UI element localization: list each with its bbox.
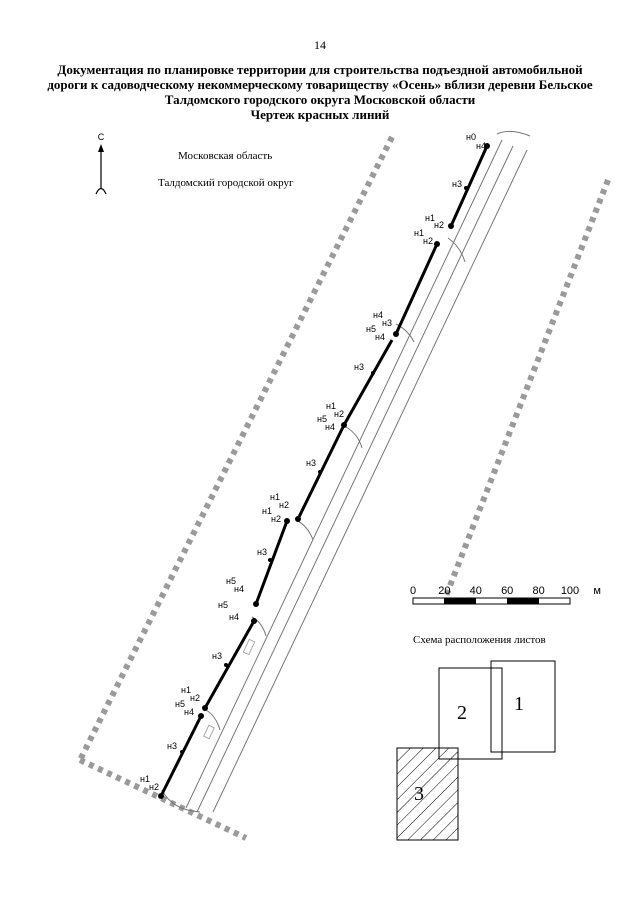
point-label: н1	[140, 774, 150, 784]
point-label: н4	[375, 332, 385, 342]
scale-tick-label: 80	[532, 585, 544, 597]
red-line-segment	[342, 339, 394, 426]
red-line-segment	[254, 520, 289, 605]
scale-tick-label: 0	[410, 585, 416, 597]
point-label: н1	[326, 401, 336, 411]
point-label: н3	[306, 458, 316, 468]
sheet-1-number: 1	[514, 693, 524, 715]
road-pocket	[345, 426, 363, 449]
point-label: н2	[334, 409, 344, 419]
point-label: н5	[317, 414, 327, 424]
road-edge-2	[196, 145, 514, 813]
point-label: н5	[218, 600, 228, 610]
point-label: н5	[226, 576, 236, 586]
road-end-top	[496, 130, 531, 137]
title-line-2: дороги к садоводческому некоммерческому …	[47, 77, 593, 92]
red-line-nodes	[158, 143, 490, 799]
point-label: н3	[382, 318, 392, 328]
title-line-3: Талдомского городского округа Московской…	[164, 92, 476, 107]
point-label: н4	[373, 310, 383, 320]
point-label: н4	[184, 707, 194, 717]
point-label: н1	[262, 506, 272, 516]
point-label: н4	[234, 584, 244, 594]
document-title: Документация по планировке территории дл…	[40, 62, 600, 122]
point-label: н2	[279, 500, 289, 510]
red-line	[159, 145, 489, 797]
point-label: н1	[270, 492, 280, 502]
title-line-1: Документация по планировке территории дл…	[57, 62, 583, 77]
scale-tick-label: 100	[561, 585, 579, 597]
scale-unit-label: м	[593, 585, 601, 597]
region-label: Московская область	[178, 150, 273, 162]
point-label: н3	[257, 547, 267, 557]
boundary-right	[443, 178, 611, 598]
sheet-2-number: 2	[457, 702, 467, 724]
point-label: н4	[476, 141, 486, 151]
point-label: н3	[167, 741, 177, 751]
point-label: н3	[452, 179, 462, 189]
point-label: н2	[423, 236, 433, 246]
boundary-left	[77, 135, 395, 762]
scale-ticks: 0 20 40 60 80 100 м	[410, 585, 601, 597]
red-line-segment	[394, 243, 439, 335]
sheet-layout-scheme	[396, 660, 556, 841]
point-label: н2	[149, 782, 159, 792]
point-label: н1	[425, 213, 435, 223]
point-label: н0	[466, 132, 476, 142]
scale-tick-label: 40	[470, 585, 482, 597]
road-edge-1	[185, 139, 503, 809]
point-label: н5	[366, 324, 376, 334]
point-label: н2	[190, 693, 200, 703]
road-pocket	[395, 323, 415, 343]
point-label: н5	[175, 699, 185, 709]
red-line-segment	[203, 620, 256, 709]
point-label: н4	[325, 422, 335, 432]
road-pocket	[205, 709, 221, 731]
scheme-title: Схема расположения листов	[413, 634, 546, 646]
point-label: н3	[212, 651, 222, 661]
road-pocket	[251, 616, 267, 637]
point-label: н2	[434, 220, 444, 230]
road-pocket	[295, 519, 314, 541]
road-contour	[161, 130, 531, 813]
point-labels: н0н4н3н1н2н1н2н4н3н5н4н3н1н2н5н4н3н1н2н1…	[140, 132, 486, 792]
point-label: н1	[414, 228, 424, 238]
sheet-2-frame	[438, 667, 503, 760]
north-arrow-icon: С	[95, 132, 107, 195]
title-line-4: Чертеж красных линий	[250, 107, 390, 122]
point-label: н4	[229, 612, 239, 622]
point-label: н1	[181, 685, 191, 695]
road-pocket	[447, 237, 466, 263]
boundary-bottom	[78, 757, 248, 841]
road-edge-3	[212, 149, 528, 813]
scale-tick-label: 60	[501, 585, 513, 597]
point-label: н2	[271, 514, 281, 524]
sheet-3-frame	[396, 747, 459, 841]
district-label: Талдомский городской округ	[158, 177, 294, 189]
north-arrow-label: С	[98, 132, 105, 142]
red-line-segment	[159, 715, 203, 797]
sheet-1-frame	[490, 660, 556, 753]
point-label: н3	[354, 362, 364, 372]
scale-bar: 0 20 40 60 80 100 м	[410, 585, 601, 605]
red-line-segment	[449, 145, 489, 227]
scale-tick-label: 20	[438, 585, 450, 597]
sheet-3-number: 3	[414, 783, 424, 805]
district-boundary	[77, 135, 611, 841]
page-number: 14	[314, 38, 326, 52]
